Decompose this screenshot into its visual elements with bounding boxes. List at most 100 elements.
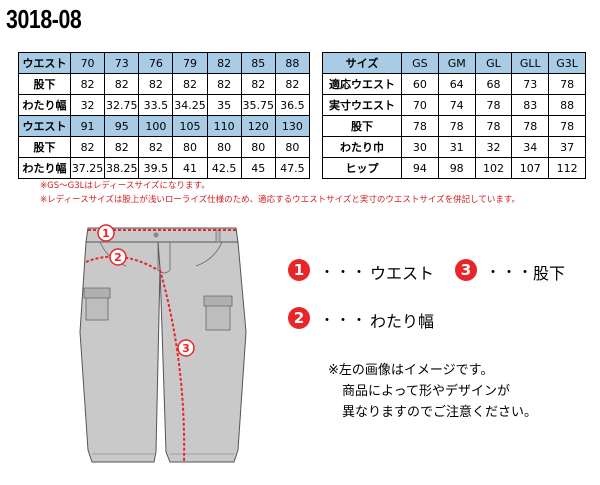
legend-num-3: 3 <box>455 259 477 281</box>
inseam-measure-line <box>159 269 186 463</box>
mens-table-cell: 80 <box>274 136 311 158</box>
mens-table-cell: 85 <box>240 52 276 74</box>
ladies-table-row-label: サイズ <box>322 52 402 74</box>
ladies-table-cell: 102 <box>474 157 513 179</box>
disclaimer-line-2: 商品によって形やデザインが <box>342 384 510 399</box>
mens-table-cell: 95 <box>104 115 140 137</box>
ladies-table-cell: 78 <box>437 115 476 137</box>
svg-text:2: 2 <box>114 251 122 264</box>
mens-table-cell: 120 <box>240 115 276 137</box>
mens-table-cell: 130 <box>274 115 311 137</box>
legend-dots-1: ・・・ <box>320 265 368 281</box>
legend-num-1: 1 <box>288 259 310 281</box>
disclaimer-line-1: ※左の画像はイメージです。 <box>328 363 494 378</box>
mens-table-cell: 82 <box>206 52 242 74</box>
ladies-table-cell: 30 <box>401 136 439 158</box>
ladies-table-cell: 83 <box>511 94 550 116</box>
mens-table-cell: 82 <box>274 73 311 95</box>
legend-inseam: 股下 <box>533 264 566 283</box>
ladies-table-row-label: 股下 <box>322 115 402 137</box>
svg-text:3: 3 <box>182 342 190 355</box>
mens-table-cell: 105 <box>172 115 208 137</box>
ladies-table-cell: GL <box>474 52 513 74</box>
ladies-table-cell: 78 <box>511 115 550 137</box>
mens-table-cell: 32.75 <box>104 94 140 116</box>
legend-thigh: わたり幅 <box>370 312 435 331</box>
ladies-table-row-label: 適応ウエスト <box>322 73 402 95</box>
mens-table-cell: 82 <box>206 73 242 95</box>
ladies-table-cell: 31 <box>437 136 476 158</box>
note-low-rise: ※レディースサイズは股上が浅いローライズ仕様のため、適応するウエストサイズと実寸… <box>40 195 520 205</box>
ladies-table-cell: GS <box>401 52 439 74</box>
ladies-table-cell: 68 <box>474 73 513 95</box>
ladies-table-cell: 88 <box>548 94 586 116</box>
pants-illustration <box>79 227 247 463</box>
legend-waist: ウエスト <box>370 264 435 283</box>
ladies-table-row-label: 実寸ウエスト <box>322 94 402 116</box>
ladies-table-cell: 78 <box>401 115 439 137</box>
mens-table-row-label: ウエスト <box>18 52 71 74</box>
legend-dots-2: ・・・ <box>320 313 368 329</box>
mens-table-cell: 82 <box>240 73 276 95</box>
mens-table-cell: 82 <box>138 73 174 95</box>
ladies-table-cell: 70 <box>401 94 439 116</box>
mens-table-cell: 80 <box>206 136 242 158</box>
mens-table-cell: 42.5 <box>206 157 242 179</box>
ladies-table-cell: 37 <box>548 136 586 158</box>
mens-table-cell: 82 <box>69 136 106 158</box>
mens-table-cell: 82 <box>172 73 208 95</box>
ladies-table-cell: 78 <box>548 73 586 95</box>
ladies-table-cell: 60 <box>401 73 439 95</box>
mens-table-cell: 80 <box>240 136 276 158</box>
note-ladies-sizes: ※GS～G3Lはレディースサイズになります。 <box>40 181 210 191</box>
mens-table-cell: 70 <box>69 52 106 74</box>
ladies-table-cell: 73 <box>511 73 550 95</box>
image-disclaimer: ※左の画像はイメージです。 商品によって形やデザインが 異なりますのでご注意くだ… <box>328 360 537 423</box>
ladies-table-row-label: ヒップ <box>322 157 402 179</box>
marker-1: 1 <box>97 224 115 242</box>
mens-table-cell: 34.25 <box>172 94 208 116</box>
ladies-table-cell: 94 <box>401 157 439 179</box>
mens-table-cell: 100 <box>138 115 174 137</box>
mens-table-cell: 110 <box>206 115 242 137</box>
mens-table-cell: 82 <box>104 136 140 158</box>
mens-table-cell: 37.25 <box>69 157 106 179</box>
marker-2: 2 <box>109 248 127 266</box>
svg-text:1: 1 <box>102 227 110 240</box>
mens-table-cell: 91 <box>69 115 106 137</box>
ladies-table-cell: 74 <box>437 94 476 116</box>
ladies-table-cell: 78 <box>474 115 513 137</box>
mens-table-cell: 33.5 <box>138 94 174 116</box>
ladies-table-cell: 78 <box>474 94 513 116</box>
ladies-table-cell: 112 <box>548 157 586 179</box>
mens-table-cell: 35 <box>206 94 242 116</box>
mens-table-row-label: ウエスト <box>18 115 71 137</box>
mens-table-cell: 36.5 <box>274 94 311 116</box>
mens-table-cell: 38.25 <box>104 157 140 179</box>
ladies-table-cell: 78 <box>548 115 586 137</box>
legend-num-2: 2 <box>288 307 310 329</box>
ladies-table-cell: 34 <box>511 136 550 158</box>
mens-table-cell: 82 <box>104 73 140 95</box>
legend-dots-3: ・・・ <box>486 265 534 281</box>
mens-table-cell: 82 <box>69 73 106 95</box>
ladies-table-cell: GLL <box>511 52 550 74</box>
mens-table-cell: 35.75 <box>240 94 276 116</box>
mens-table-cell: 45 <box>240 157 276 179</box>
mens-table-cell: 32 <box>69 94 106 116</box>
ladies-table-cell: 98 <box>437 157 476 179</box>
ladies-table-cell: GM <box>437 52 476 74</box>
mens-table-row-label: わたり幅 <box>18 157 71 179</box>
ladies-table-cell: 64 <box>437 73 476 95</box>
